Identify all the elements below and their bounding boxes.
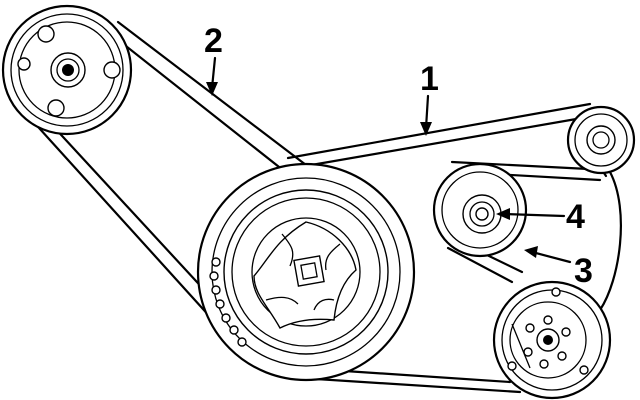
callout-1-label: 1 xyxy=(420,60,439,98)
callout-4: 4 xyxy=(496,198,585,236)
top-left-pulley xyxy=(1,4,133,136)
callout-3-label: 3 xyxy=(574,252,593,290)
callout-3: 3 xyxy=(524,246,593,290)
top-right-idler-pulley xyxy=(566,105,636,175)
middle-right-pulley xyxy=(432,162,528,258)
callout-2: 2 xyxy=(204,22,223,96)
callout-4-label: 4 xyxy=(566,198,585,236)
bottom-right-pulley xyxy=(492,280,612,400)
callout-2-label: 2 xyxy=(204,22,223,60)
belt-1 xyxy=(286,102,623,312)
callout-1: 1 xyxy=(420,60,439,136)
crankshaft-pulley xyxy=(196,162,416,382)
